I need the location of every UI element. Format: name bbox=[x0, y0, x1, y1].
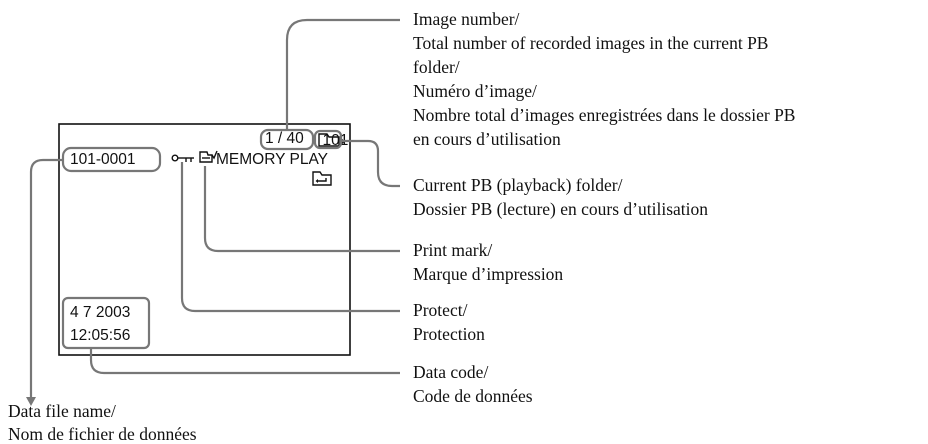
svg-text:Print mark/: Print mark/ bbox=[413, 240, 492, 260]
callout-data-code: Data code/ Code de données bbox=[413, 362, 533, 406]
svg-text:folder/: folder/ bbox=[413, 57, 460, 77]
callout-current-folder: Current PB (playback) folder/ Dossier PB… bbox=[413, 175, 708, 219]
svg-text:Numéro d’image/: Numéro d’image/ bbox=[413, 81, 537, 101]
svg-text:Nom de fichier de données: Nom de fichier de données bbox=[8, 424, 197, 444]
leader-file-name bbox=[29, 158, 63, 398]
leader-file-name-arrow bbox=[26, 397, 36, 406]
date-display: 4 7 2003 bbox=[70, 304, 130, 321]
mode-label: MEMORY PLAY bbox=[216, 151, 328, 168]
callout-print-mark: Print mark/ Marque d’impression bbox=[413, 240, 563, 284]
svg-text:Image number/: Image number/ bbox=[413, 9, 520, 29]
svg-text:Marque d’impression: Marque d’impression bbox=[413, 264, 563, 284]
leader-print-mark bbox=[203, 166, 400, 253]
svg-text:Data file name/: Data file name/ bbox=[8, 401, 116, 421]
time-display: 12:05:56 bbox=[70, 327, 130, 344]
svg-text:Code de données: Code de données bbox=[413, 386, 533, 406]
svg-text:Total number of recorded image: Total number of recorded images in the c… bbox=[413, 33, 768, 53]
svg-text:Dossier PB (lecture) en cours: Dossier PB (lecture) en cours d’utilisat… bbox=[413, 199, 708, 219]
callout-protect: Protect/ Protection bbox=[413, 300, 485, 344]
svg-text:en cours d’utilisation: en cours d’utilisation bbox=[413, 129, 561, 149]
leader-image-number bbox=[285, 18, 400, 130]
folder-highlight bbox=[313, 129, 343, 150]
image-counter: 1 / 40 bbox=[265, 130, 304, 147]
callout-file-name: Data file name/ Nom de fichier de donnée… bbox=[8, 401, 197, 444]
file-name: 101-0001 bbox=[70, 151, 136, 168]
key-icon bbox=[171, 154, 194, 162]
return-icon bbox=[312, 171, 332, 186]
svg-text:Current PB (playback) folder/: Current PB (playback) folder/ bbox=[413, 175, 623, 195]
data-code-highlight bbox=[61, 296, 151, 350]
svg-text:Nombre total d’images enregist: Nombre total d’images enregistrées dans … bbox=[413, 105, 795, 125]
leader-data-code bbox=[89, 348, 400, 375]
callout-image-number: Image number/ Total number of recorded i… bbox=[413, 9, 795, 149]
print-mark-icon bbox=[199, 150, 218, 163]
lcd-screen-frame bbox=[58, 123, 351, 356]
leader-current-folder bbox=[341, 139, 400, 188]
svg-text:Data code/: Data code/ bbox=[413, 362, 488, 382]
svg-text:Protection: Protection bbox=[413, 324, 485, 344]
svg-text:Protect/: Protect/ bbox=[413, 300, 468, 320]
leader-protect bbox=[180, 162, 400, 313]
